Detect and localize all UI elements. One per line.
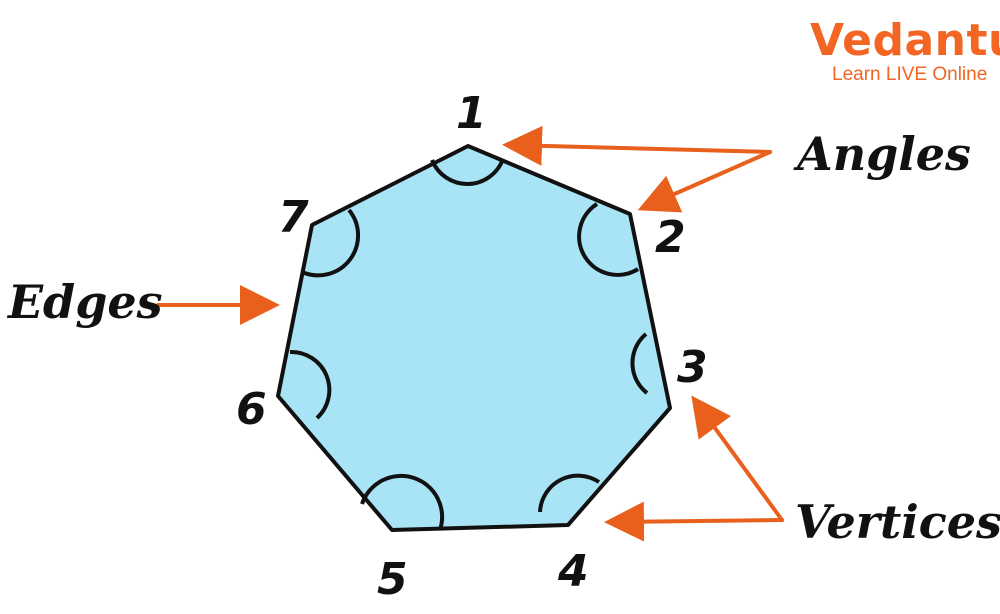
edges-label: Edges — [6, 275, 163, 329]
angles-label: Angles — [793, 127, 971, 181]
angle-arc-3 — [630, 332, 649, 395]
vertex-label-2: 2 — [655, 212, 686, 263]
vertex-label-7: 7 — [278, 192, 309, 243]
vertices-arrow-to-3 — [691, 395, 784, 522]
angle-arc-6 — [289, 349, 332, 420]
angle-arcs — [289, 158, 649, 531]
angle-arc-4 — [538, 473, 601, 513]
angle-arc-1 — [430, 158, 505, 186]
vertex-label-4: 4 — [557, 546, 589, 597]
angles-arrow-to-1 — [502, 125, 772, 166]
angle-arc-5 — [360, 473, 445, 531]
vertex-label-1: 1 — [456, 88, 487, 139]
angle-arc-7 — [301, 208, 361, 278]
angles-arrow-to-2 — [637, 150, 772, 213]
angle-arc-2 — [577, 202, 640, 277]
vertex-label-3: 3 — [677, 342, 708, 393]
brand-name: Vedantu — [810, 15, 1000, 66]
vertex-label-6: 6 — [236, 384, 267, 435]
vertices-label: Vertices — [795, 495, 1000, 549]
vertex-labels: 1 2 3 4 5 6 7 — [236, 88, 708, 605]
callout-arrows — [156, 125, 784, 542]
vertices-arrow-to-4 — [604, 501, 784, 542]
brand-tagline: Learn LIVE Online — [832, 64, 987, 85]
heptagon-shape — [276, 144, 672, 532]
vedantu-logo: Vedantu Learn LIVE Online — [810, 15, 1000, 85]
vertex-label-5: 5 — [377, 554, 408, 605]
